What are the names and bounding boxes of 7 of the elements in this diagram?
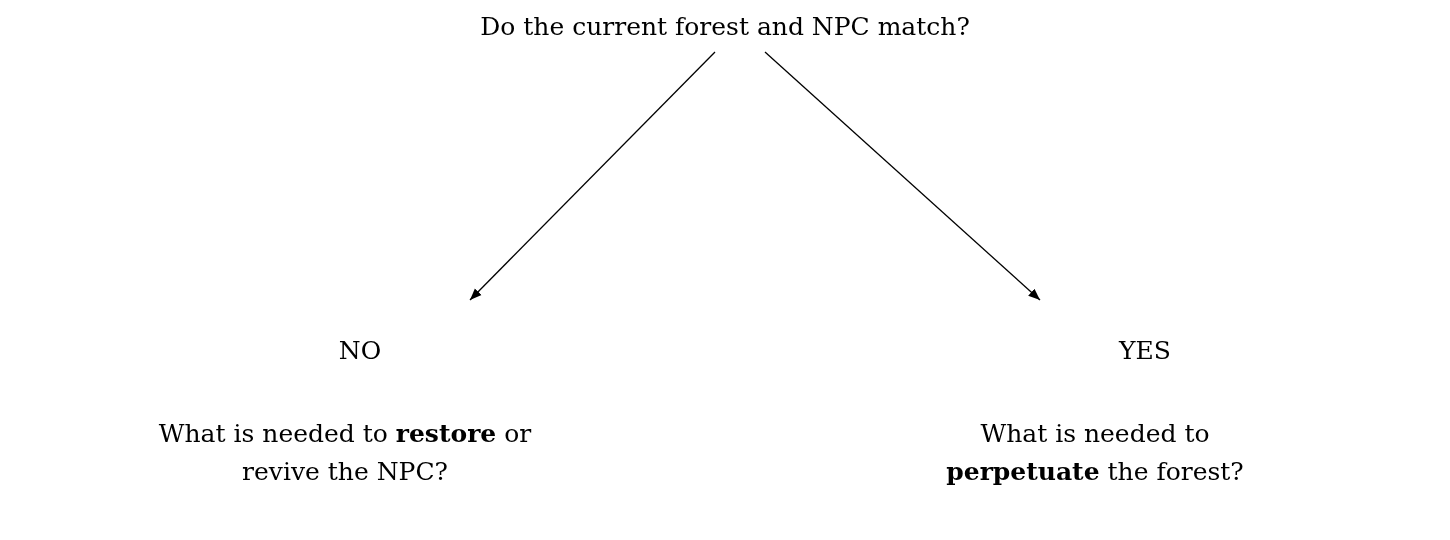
question-text: What is needed to restore or revive the NPC?	[157, 418, 533, 488]
arrow	[469, 51, 716, 301]
answer-text: YES	[1119, 335, 1171, 365]
answer-text: NO	[338, 335, 382, 365]
question-text: Do the current forest and NPC match?	[480, 11, 970, 41]
arrow	[764, 51, 1041, 301]
question-text: What is needed to perpetuate the forest?	[945, 418, 1245, 488]
